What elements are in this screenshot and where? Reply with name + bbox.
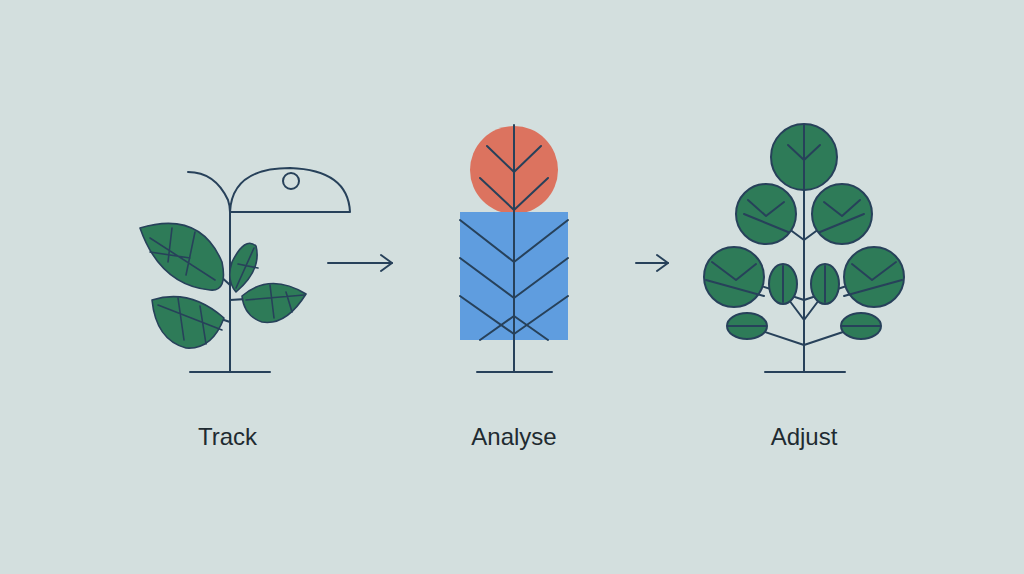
arrow-line (636, 262, 668, 264)
flow-arrow (636, 255, 668, 271)
adjust-plant (704, 124, 904, 372)
plant-step: Adjust (672, 110, 936, 460)
step-label: Adjust (672, 422, 936, 452)
plant-step: Analyse (396, 110, 632, 460)
arrow-head (657, 255, 668, 271)
flow-arrow (328, 255, 392, 271)
analyse-plant (460, 125, 568, 372)
arrow-head (381, 255, 392, 271)
step-label: Analyse (396, 422, 632, 452)
step-label: Track (131, 422, 324, 452)
plant-step: Track (131, 110, 324, 460)
arrow-line (328, 262, 392, 264)
